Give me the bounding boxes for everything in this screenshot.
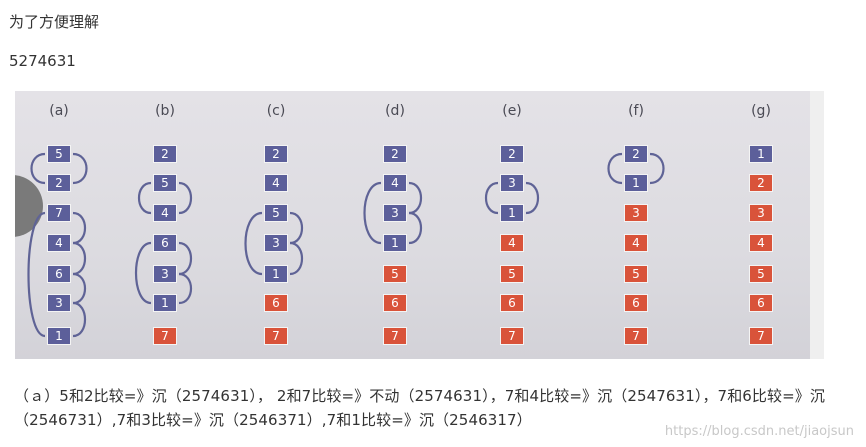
number-box: 5 bbox=[383, 265, 407, 283]
number-box: 3 bbox=[624, 204, 648, 222]
number-box: 5 bbox=[47, 145, 71, 163]
number-box: 6 bbox=[624, 294, 648, 312]
arc-mark bbox=[72, 211, 87, 245]
number-box: 7 bbox=[749, 327, 773, 345]
number-box: 4 bbox=[264, 174, 288, 192]
number-box: 2 bbox=[749, 174, 773, 192]
arc-mark bbox=[178, 181, 193, 215]
description-text: （ａ）5和2比较=》沉（2574631）， 2和7比较=》不动（2574631）… bbox=[14, 387, 826, 429]
number-box: 7 bbox=[153, 327, 177, 345]
number-box: 7 bbox=[624, 327, 648, 345]
number-box: 6 bbox=[264, 294, 288, 312]
arc-mark bbox=[607, 152, 623, 185]
number-box: 1 bbox=[383, 234, 407, 252]
arc-mark bbox=[244, 211, 263, 276]
arc-mark bbox=[134, 241, 152, 305]
number-box: 4 bbox=[153, 204, 177, 222]
number-box: 1 bbox=[749, 145, 773, 163]
page-edge bbox=[810, 91, 824, 359]
column-label: (g) bbox=[751, 103, 771, 119]
column-label: (f) bbox=[628, 103, 644, 119]
arc-mark bbox=[525, 181, 540, 215]
number-box: 4 bbox=[749, 234, 773, 252]
number-box: 2 bbox=[383, 145, 407, 163]
arc-mark bbox=[178, 241, 193, 276]
number-box: 6 bbox=[47, 265, 71, 283]
number-box: 7 bbox=[264, 327, 288, 345]
number-box: 3 bbox=[500, 174, 524, 192]
number-box: 3 bbox=[264, 234, 288, 252]
column-label: (d) bbox=[385, 103, 405, 119]
column-label: (e) bbox=[502, 103, 522, 119]
number-box: 3 bbox=[153, 265, 177, 283]
number-box: 5 bbox=[624, 265, 648, 283]
number-box: 5 bbox=[153, 174, 177, 192]
arc-mark bbox=[72, 152, 88, 185]
number-box: 2 bbox=[500, 145, 524, 163]
number-box: 7 bbox=[500, 327, 524, 345]
number-box: 6 bbox=[383, 294, 407, 312]
number-box: 3 bbox=[749, 204, 773, 222]
number-box: 4 bbox=[47, 234, 71, 252]
arc-mark bbox=[363, 181, 382, 245]
number-box: 1 bbox=[153, 294, 177, 312]
number-box: 6 bbox=[749, 294, 773, 312]
arc-mark bbox=[484, 181, 499, 215]
arc-mark bbox=[408, 211, 423, 245]
number-box: 2 bbox=[264, 145, 288, 163]
number-box: 1 bbox=[264, 265, 288, 283]
number-box: 1 bbox=[500, 204, 524, 222]
number-box: 6 bbox=[153, 234, 177, 252]
column-label: (a) bbox=[49, 103, 69, 119]
arc-mark bbox=[289, 211, 304, 245]
number-box: 6 bbox=[500, 294, 524, 312]
number-box: 4 bbox=[500, 234, 524, 252]
number-box: 3 bbox=[47, 294, 71, 312]
sequence-text: 5274631 bbox=[9, 52, 76, 70]
arc-mark bbox=[178, 272, 193, 305]
number-box: 3 bbox=[383, 204, 407, 222]
column-label: (b) bbox=[155, 103, 175, 119]
arc-mark bbox=[72, 241, 87, 276]
arc-mark bbox=[408, 181, 423, 215]
number-box: 1 bbox=[47, 327, 71, 345]
arc-mark bbox=[649, 152, 665, 185]
number-box: 4 bbox=[383, 174, 407, 192]
number-box: 5 bbox=[500, 265, 524, 283]
comparison-arcs bbox=[27, 152, 665, 338]
arc-mark bbox=[72, 272, 87, 305]
number-box: 1 bbox=[624, 174, 648, 192]
column-label: (c) bbox=[266, 103, 286, 119]
bubble-sort-figure: (a) 5 2 7 4 6 3 1 (b) 2 5 4 6 3 1 7 (c) 2 4 5 3 1 6 7 (d) 2 4 3 1 5 6 7… bbox=[15, 91, 824, 359]
number-box: 7 bbox=[383, 327, 407, 345]
arc-mark bbox=[72, 301, 86, 338]
watermark: https://blog.csdn.net/jiaojsun bbox=[664, 424, 854, 439]
number-box: 2 bbox=[624, 145, 648, 163]
number-box: 2 bbox=[47, 174, 71, 192]
number-box: 5 bbox=[264, 204, 288, 222]
number-box: 2 bbox=[153, 145, 177, 163]
arc-mark bbox=[137, 181, 152, 215]
intro-text: 为了方便理解 bbox=[9, 13, 100, 31]
number-box: 5 bbox=[749, 265, 773, 283]
number-box: 4 bbox=[624, 234, 648, 252]
number-box: 7 bbox=[47, 204, 71, 222]
arc-mark bbox=[27, 211, 46, 338]
arc-mark bbox=[289, 241, 304, 276]
arc-mark bbox=[30, 152, 46, 185]
